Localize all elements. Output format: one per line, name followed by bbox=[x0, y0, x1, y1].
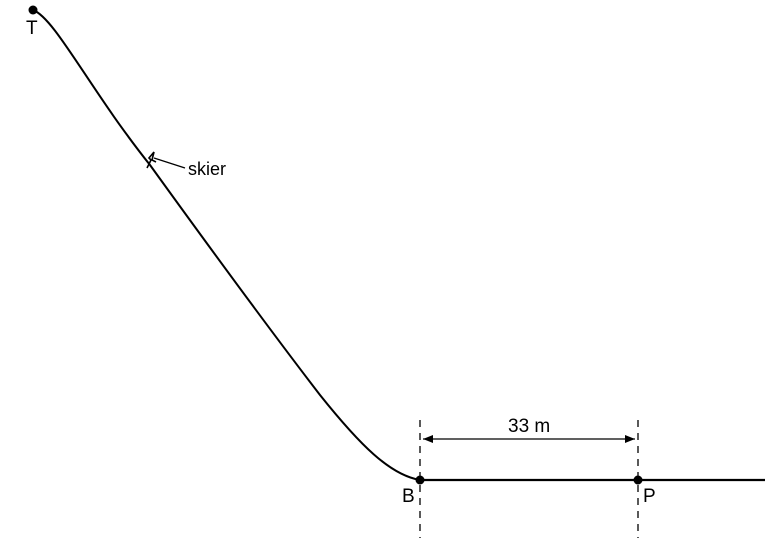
point-p-marker bbox=[633, 475, 643, 485]
distance-dimension-arrow bbox=[423, 435, 635, 443]
point-t-marker bbox=[28, 5, 38, 15]
distance-label: 33 m bbox=[508, 416, 550, 437]
skier-label: skier bbox=[188, 159, 226, 179]
skier-icon bbox=[146, 151, 157, 169]
point-p-label: P bbox=[643, 486, 656, 507]
point-b-label: B bbox=[402, 486, 415, 507]
point-t-label: T bbox=[26, 18, 38, 39]
point-b-marker bbox=[415, 475, 425, 485]
slope-curve bbox=[32, 9, 421, 481]
skier-pointer-line bbox=[153, 157, 186, 169]
